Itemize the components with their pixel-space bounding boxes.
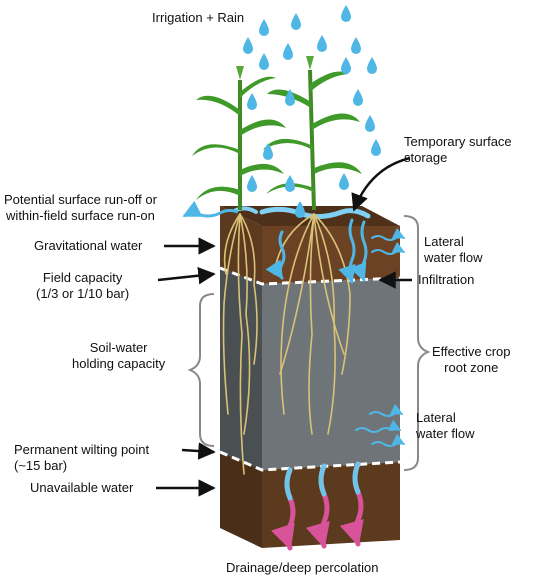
wilting-point-line: [219, 450, 401, 472]
roots: [222, 213, 351, 475]
rain-drop: [341, 5, 351, 22]
label-irrigation-rain: Irrigation + Rain: [152, 10, 245, 25]
label-temporary-surface-storage: Temporary surface storage: [404, 134, 512, 165]
label-gravitational-water: Gravitational water: [34, 238, 143, 253]
rain-drop: [353, 89, 363, 106]
rain-drops: [243, 5, 381, 218]
soil-left-face-bottom: [220, 452, 262, 548]
rain-drop: [365, 115, 375, 132]
label-unavailable-water: Unavailable water: [30, 480, 134, 495]
rain-drop: [317, 35, 327, 52]
rain-drop: [259, 19, 269, 36]
rain-drop: [285, 175, 295, 192]
label-lateral-water-flow-bottom: Lateral water flow: [416, 410, 475, 441]
rain-drop: [341, 57, 351, 74]
soil-front-bottom: [262, 462, 400, 548]
label-infiltration: Infiltration: [418, 272, 475, 287]
rain-drop: [291, 13, 301, 30]
rain-drop: [285, 89, 295, 106]
rain-drop: [247, 175, 257, 192]
label-field-capacity: Field capacity (1/3 or 1/10 bar): [36, 270, 130, 301]
rain-drop: [243, 37, 253, 54]
drainage-arrows: [271, 461, 364, 551]
label-effective-crop-root-zone: Effective crop root zone: [432, 344, 511, 375]
infiltration-arrows: [265, 218, 368, 284]
rain-drop: [259, 53, 269, 70]
rain-drop: [371, 139, 381, 156]
rain-drop: [339, 173, 349, 190]
label-soil-water-holding-capacity: Soil-water holding capacity: [72, 340, 166, 371]
surface-water-pool-2: [234, 206, 258, 214]
soil-left-face-upper: [220, 206, 262, 284]
lateral-flow-arrows-top: [371, 227, 406, 255]
pointer-arrows: [156, 156, 412, 497]
rain-drop: [351, 37, 361, 54]
label-permanent-wilting-point: Permanent wilting point (~15 bar): [14, 442, 150, 473]
rain-drop: [247, 93, 257, 110]
rain-drop: [367, 57, 377, 74]
lateral-flow-arrows-bottom: [355, 403, 406, 447]
corn-plants: [192, 56, 362, 211]
runoff-arrow: [182, 200, 239, 218]
left-bracket: [187, 293, 215, 447]
soil-front-middle: [262, 278, 400, 470]
rain-drop: [283, 43, 293, 60]
rain-drop: [263, 143, 273, 160]
rain-drop: [295, 201, 305, 218]
label-drainage: Drainage/deep percolation: [226, 560, 379, 575]
label-runoff: Potential surface run-off or within-fiel…: [4, 192, 157, 223]
right-bracket: [403, 215, 431, 471]
label-lateral-water-flow-top: Lateral water flow: [424, 234, 483, 265]
